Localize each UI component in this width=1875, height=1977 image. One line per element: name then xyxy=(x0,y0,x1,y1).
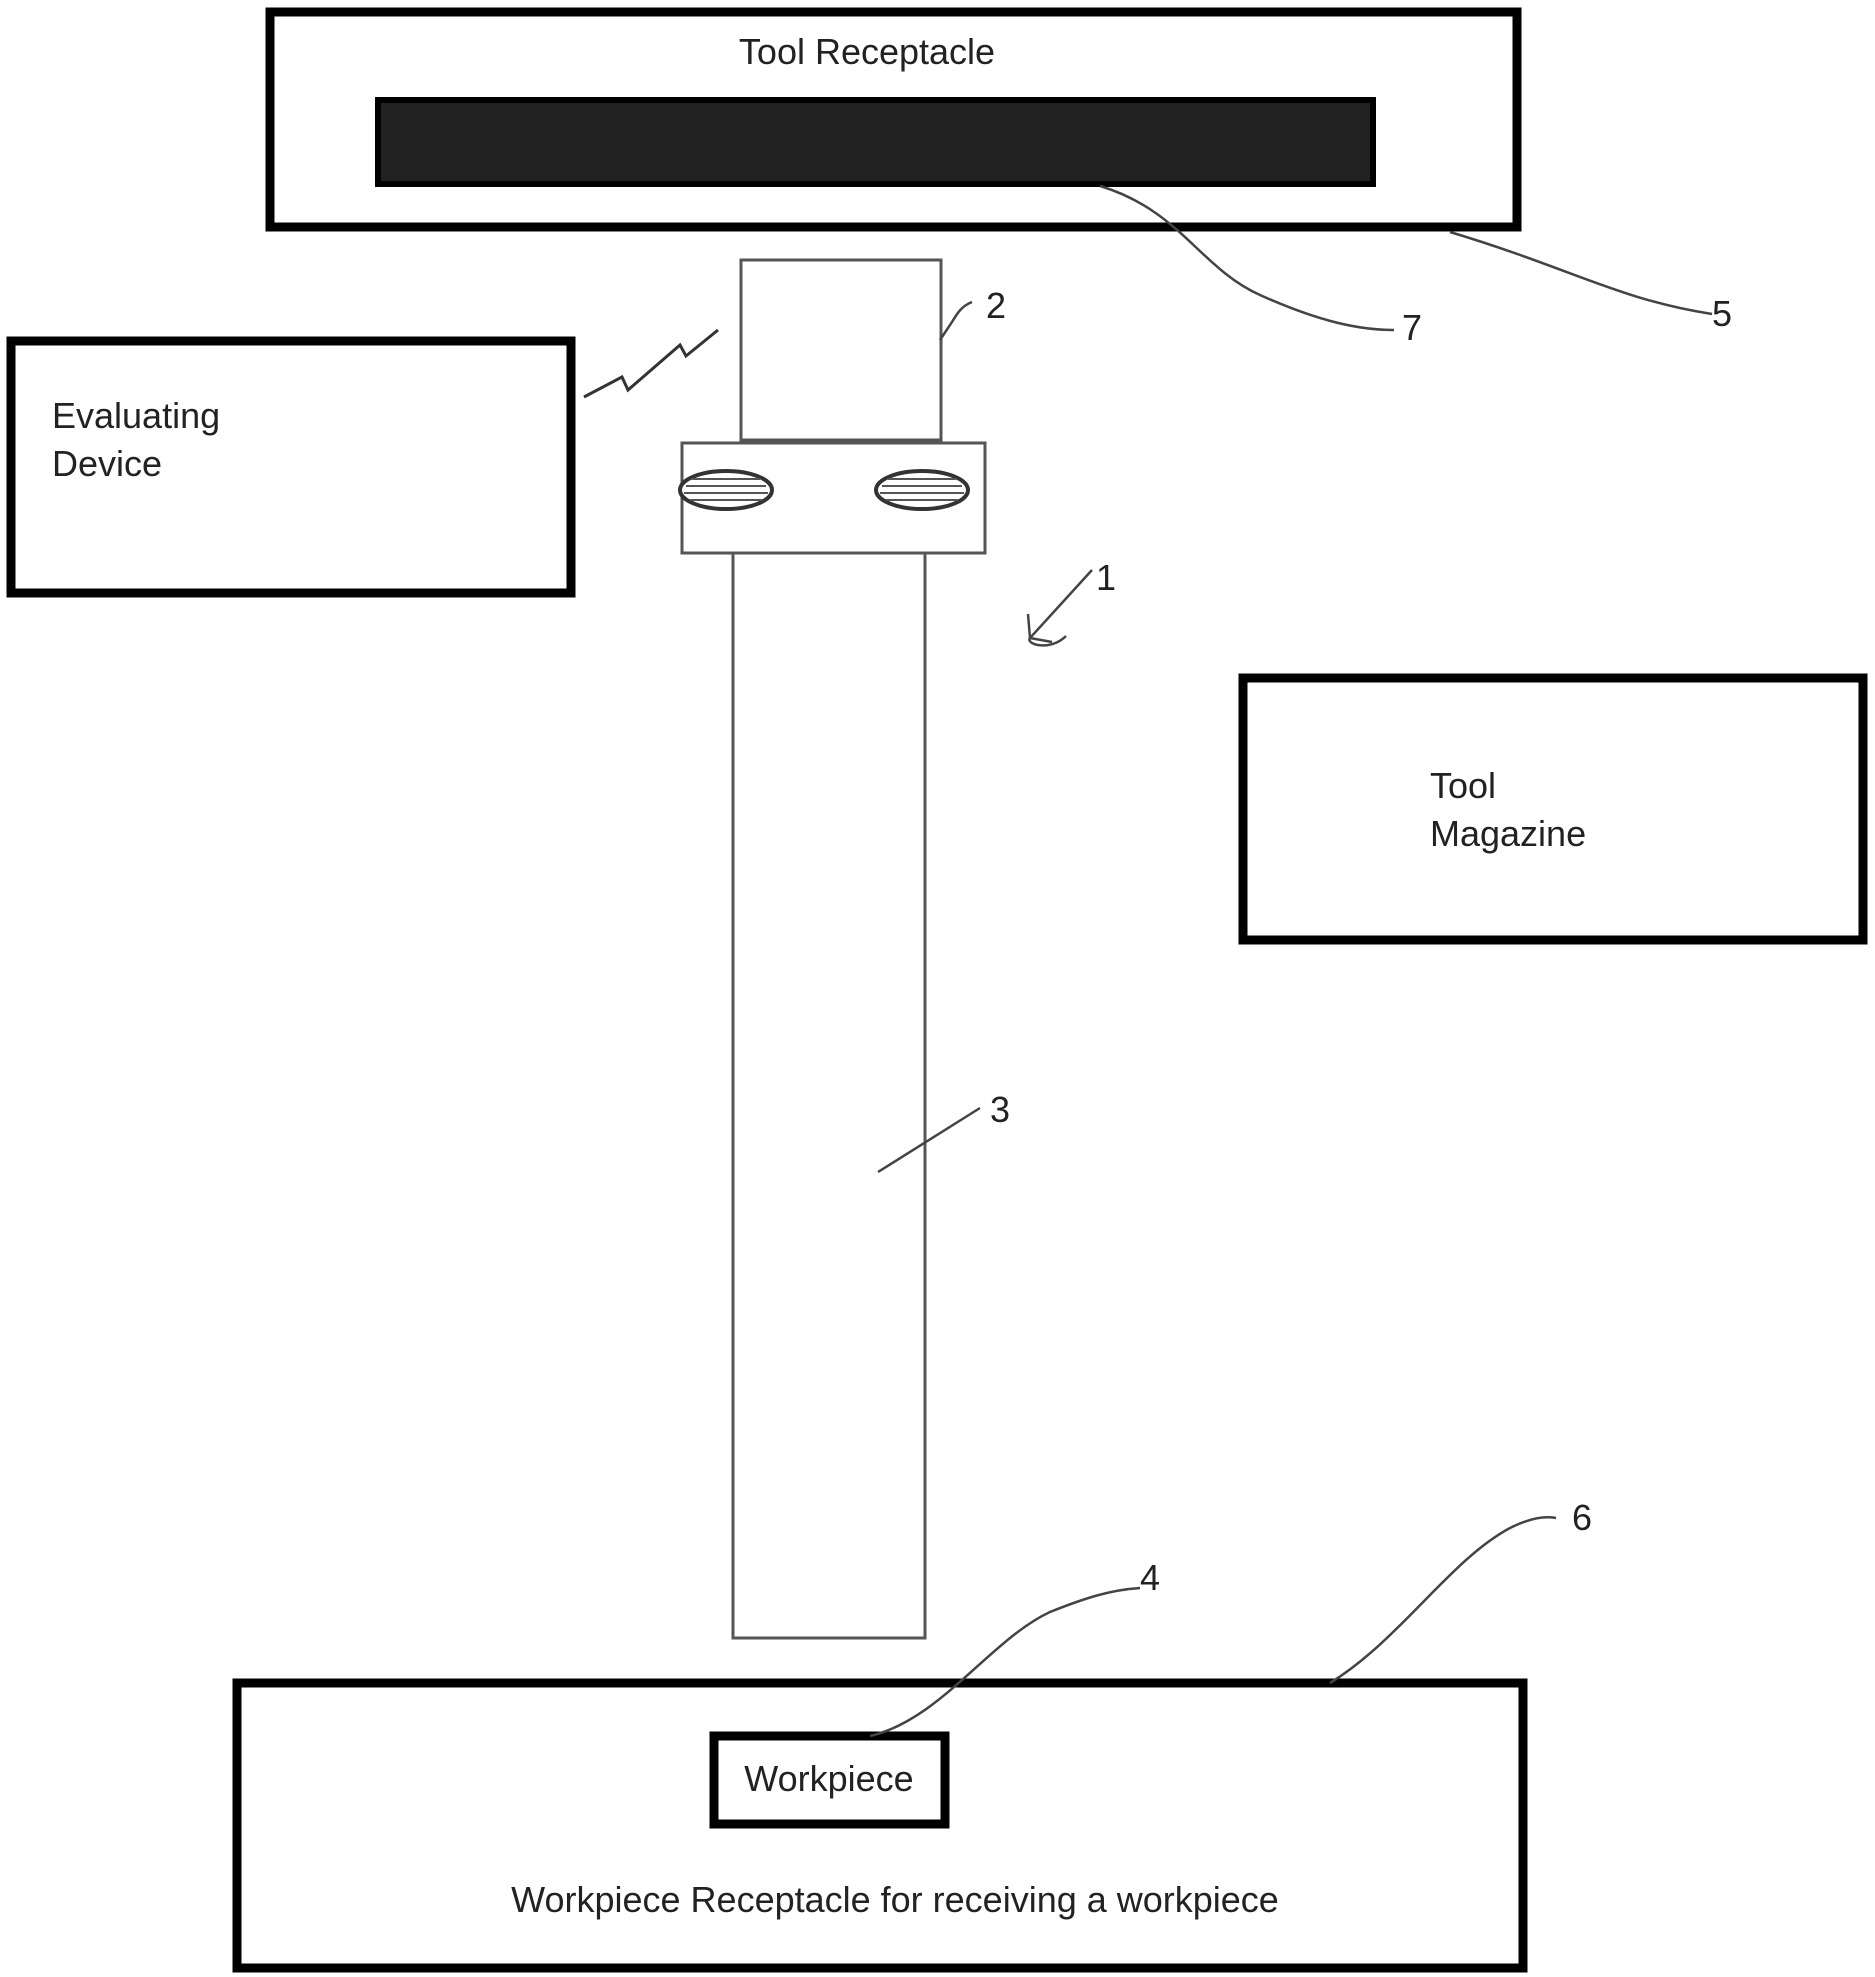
ref-numeral-6: 6 xyxy=(1572,1497,1592,1538)
leader-line-2 xyxy=(940,302,972,340)
evaluating-device: Evaluating Device xyxy=(11,341,571,593)
arrow-tool-1 xyxy=(1028,570,1092,645)
clamping-screw-left xyxy=(680,471,772,509)
leader-line-7 xyxy=(1100,186,1394,330)
evaluating-device-label-line1: Evaluating xyxy=(52,395,220,436)
workpiece-label: Workpiece xyxy=(744,1758,913,1799)
ref-numeral-7: 7 xyxy=(1402,307,1422,348)
tool-magazine: Tool Magazine xyxy=(1243,678,1863,940)
workpiece-receptacle-label: Workpiece Receptacle for receiving a wor… xyxy=(511,1879,1279,1920)
pressure-measuring-device-label: Pressure Measuring Device or Force Measu… xyxy=(433,113,1317,154)
pressure-measuring-device: Pressure Measuring Device or Force Measu… xyxy=(378,100,1373,184)
leader-line-5 xyxy=(1450,232,1712,314)
clamping-screw-right xyxy=(876,471,968,509)
tool-magazine-label-line2: Magazine xyxy=(1430,813,1586,854)
tool-shaft xyxy=(733,553,925,1638)
ref-numeral-1: 1 xyxy=(1096,557,1116,598)
ref-numeral-5: 5 xyxy=(1712,293,1732,334)
tool-magazine-label-line1: Tool xyxy=(1430,765,1496,806)
ref-numeral-3: 3 xyxy=(990,1089,1010,1130)
workpiece: Workpiece xyxy=(714,1736,945,1824)
sensor-head xyxy=(741,260,941,440)
ref-numeral-2: 2 xyxy=(986,285,1006,326)
tool-receptacle-label: Tool Receptacle xyxy=(739,31,995,72)
leader-line-6 xyxy=(1330,1517,1556,1683)
tool xyxy=(680,260,985,1638)
ref-numeral-4: 4 xyxy=(1140,1557,1160,1598)
wireless-link-zigzag xyxy=(584,330,718,397)
evaluating-device-label-line2: Device xyxy=(52,443,162,484)
